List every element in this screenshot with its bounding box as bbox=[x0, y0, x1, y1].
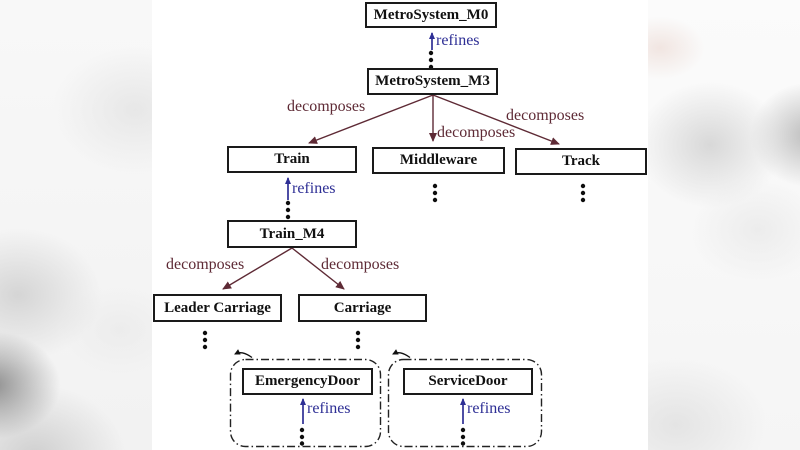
node-label: Carriage bbox=[333, 299, 392, 316]
node-metrosystem-m3: MetroSystem_M3 bbox=[367, 68, 498, 95]
ellipsis-below-leader-carriage bbox=[202, 330, 208, 350]
node-train: Train bbox=[227, 146, 357, 173]
node-train-m4: Train_M4 bbox=[227, 220, 357, 248]
node-emergency-door: EmergencyDoor bbox=[242, 368, 373, 395]
edge-label-refines-train: refines bbox=[292, 180, 336, 197]
node-track: Track bbox=[515, 148, 647, 175]
edge-label-decomposes-leader-carriage: decomposes bbox=[166, 256, 245, 273]
node-label: MetroSystem_M3 bbox=[375, 73, 490, 89]
node-label: Train_M4 bbox=[259, 225, 325, 242]
hook-arrow-icon bbox=[234, 349, 253, 359]
hook-arrow-icon bbox=[392, 349, 411, 359]
edge-label-decomposes-track: decomposes bbox=[506, 107, 585, 124]
ellipsis-below-track bbox=[580, 183, 586, 203]
edge-label-refines-m0: refines bbox=[436, 32, 480, 49]
servicedoor-group-container bbox=[387, 349, 543, 448]
node-service-door: ServiceDoor bbox=[403, 368, 533, 395]
edge-label-refines-servicedoor: refines bbox=[467, 400, 511, 417]
node-label: ServiceDoor bbox=[428, 373, 508, 389]
emergencydoor-group-container bbox=[229, 349, 382, 448]
edge-label-decomposes-middleware: decomposes bbox=[437, 124, 516, 141]
node-label: Leader Carriage bbox=[164, 299, 271, 316]
node-leader-carriage: Leader Carriage bbox=[153, 294, 282, 322]
ellipsis-below-carriage bbox=[355, 330, 361, 350]
node-label: Train bbox=[274, 151, 310, 167]
ellipsis-in-servicedoor-group bbox=[460, 427, 466, 446]
ellipsis-below-train-arrow bbox=[285, 200, 291, 220]
node-label: EmergencyDoor bbox=[255, 373, 360, 389]
node-carriage: Carriage bbox=[298, 294, 427, 322]
background-blur-right bbox=[648, 0, 800, 450]
node-label: Middleware bbox=[399, 152, 478, 168]
ellipsis-below-m0-arrow bbox=[428, 50, 434, 70]
edge-label-decomposes-train: decomposes bbox=[287, 98, 366, 115]
edge-label-decomposes-carriage: decomposes bbox=[321, 256, 400, 273]
edge-label-refines-emergencydoor: refines bbox=[307, 400, 351, 417]
node-metrosystem-m0: MetroSystem_M0 bbox=[365, 2, 497, 28]
node-label: MetroSystem_M0 bbox=[373, 6, 489, 23]
ellipsis-in-emergencydoor-group bbox=[299, 427, 305, 446]
node-middleware: Middleware bbox=[372, 147, 505, 174]
ellipsis-below-middleware bbox=[432, 183, 438, 203]
node-label: Track bbox=[561, 153, 601, 169]
background-blur-left bbox=[0, 0, 152, 450]
